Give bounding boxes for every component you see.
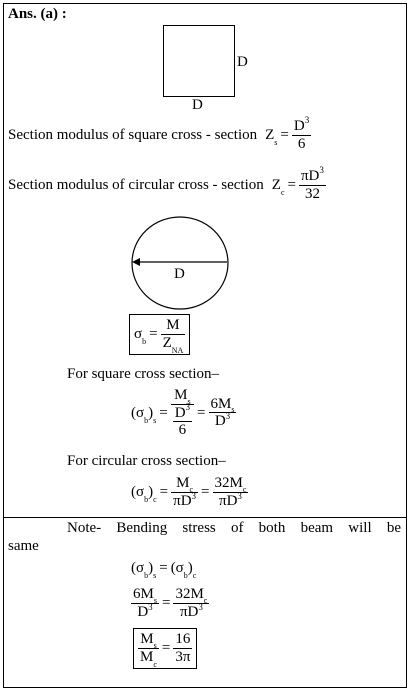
note-line-1: Note- Bending stress of both beam will b… (67, 520, 401, 536)
circular-modulus-line: Section modulus of circular cross - sect… (8, 165, 326, 202)
circle-diameter-label: D (174, 266, 185, 282)
square-side-label-right: D (237, 54, 248, 70)
square-section-heading: For square cross section– (67, 366, 220, 382)
circular-modulus-text: Section modulus of circular cross - sect… (8, 176, 264, 193)
zs-symbol: Zs (265, 126, 278, 147)
circle-figure (131, 216, 229, 310)
circular-section-heading: For circular cross section– (67, 453, 226, 469)
ratio-equation: 6Ms D3 = 32Mc πD3 (131, 586, 210, 620)
circular-modulus-fraction: πD3 32 (298, 165, 326, 202)
bending-stress-formula: σb = M ZNA (129, 314, 191, 355)
square-modulus-line: Section modulus of square cross - sectio… (8, 115, 312, 152)
answer-label: Ans. (a) : (8, 6, 67, 22)
result-formula: Ms Mc = 16 3π (133, 628, 198, 669)
note-line-2: same (8, 538, 39, 554)
stress-equality: (σb)s = (σb)c (131, 560, 197, 580)
square-figure (163, 25, 235, 97)
circular-stress-equation: (σb)c = Mc πD3 = 32Mc πD3 (131, 475, 249, 509)
square-side-label-bottom: D (192, 97, 203, 113)
square-stress-equation: (σb)s = Ms D3 6 = 6Ms D3 (131, 387, 237, 438)
square-modulus-text: Section modulus of square cross - sectio… (8, 126, 258, 143)
zc-symbol: Zc (271, 176, 285, 197)
section-divider (3, 517, 407, 518)
answer-frame (3, 3, 407, 688)
square-modulus-fraction: D3 6 (291, 115, 312, 152)
